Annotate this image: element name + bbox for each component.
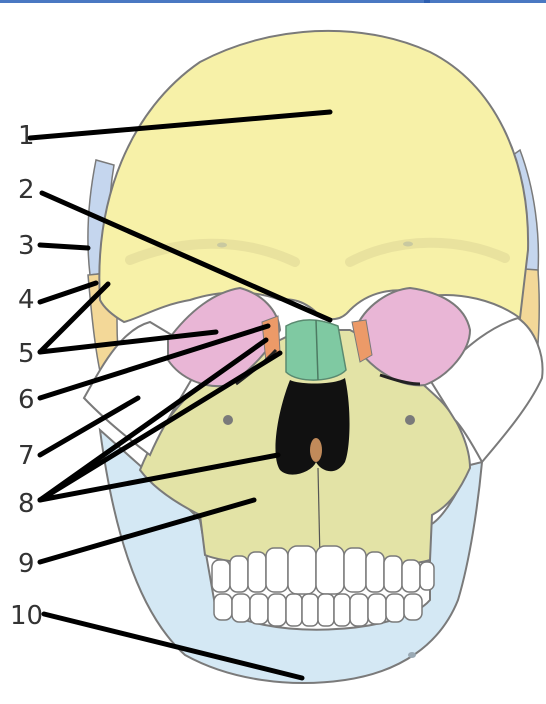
label-10: 10 — [10, 601, 43, 631]
foramen-right — [403, 242, 413, 247]
foramen-left — [217, 243, 227, 248]
label-4: 4 — [18, 285, 35, 315]
label-3: 3 — [18, 231, 35, 261]
infraorbital-foramen-left — [223, 415, 233, 425]
infraorbital-foramen-right — [405, 415, 415, 425]
mental-foramen — [408, 652, 416, 658]
label-7: 7 — [18, 441, 35, 471]
label-1: 1 — [18, 121, 35, 151]
vomer — [310, 438, 322, 462]
nasal-cavity — [275, 378, 349, 475]
label-8: 8 — [18, 489, 35, 519]
leader-4 — [40, 283, 96, 302]
label-5: 5 — [18, 339, 35, 369]
frontal-bone — [99, 31, 528, 322]
label-9: 9 — [18, 549, 35, 579]
label-2: 2 — [18, 175, 35, 205]
label-6: 6 — [18, 385, 35, 415]
leader-3 — [40, 245, 88, 248]
lower-teeth — [214, 594, 422, 626]
